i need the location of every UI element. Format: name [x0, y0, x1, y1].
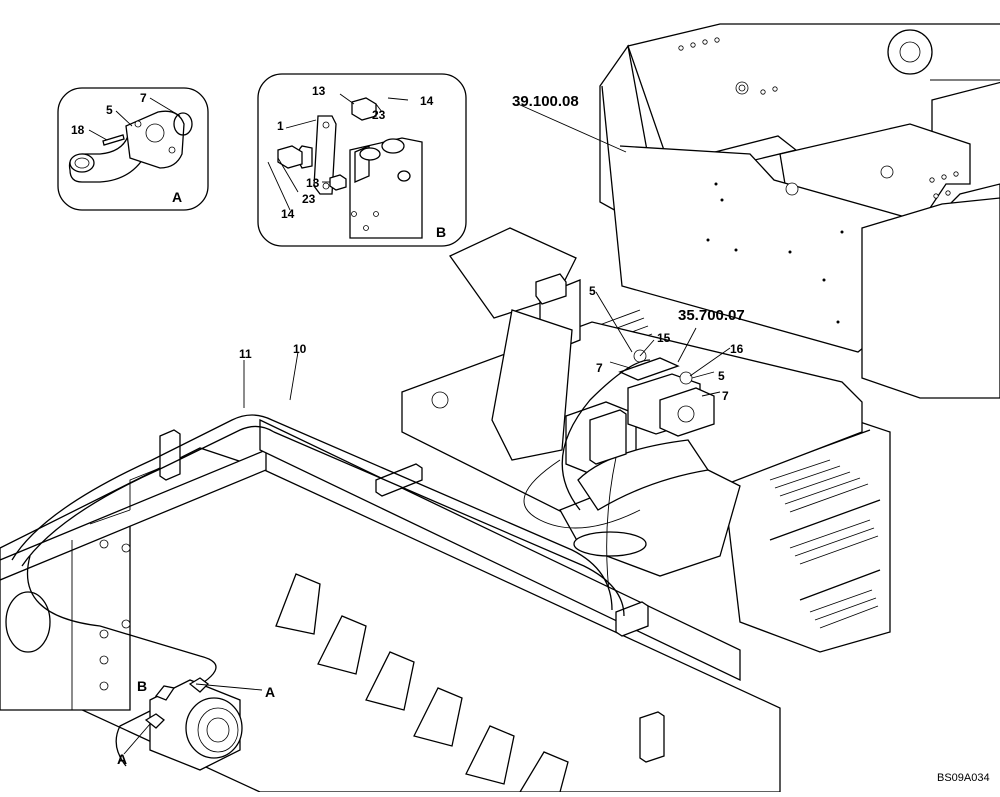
- hose-10: [21, 425, 625, 617]
- callout-10: 10: [293, 342, 307, 356]
- hose-clamp-blocks: [159, 409, 665, 763]
- central-frame: [401, 227, 863, 601]
- callout-15: 15: [657, 331, 671, 345]
- callout-16: 16: [730, 342, 744, 356]
- bin-teeth: [275, 573, 569, 793]
- callout-5-top: 5: [589, 284, 596, 298]
- detail-b-callout-14b: 14: [281, 207, 295, 221]
- detail-b-bracket-plate: [349, 137, 423, 239]
- callout-7-right: 7: [722, 389, 729, 403]
- hoses: [11, 359, 651, 767]
- detail-b-letter: B: [436, 224, 446, 240]
- detail-b-panel: 13 14 23 1 13 23 14 B: [257, 73, 467, 247]
- detail-a-clamp-flange: [125, 110, 185, 169]
- detail-a-panel: 18 5 7 A: [57, 87, 209, 211]
- callout-7-left: 7: [596, 361, 603, 375]
- detail-a-callout-7: 7: [140, 91, 147, 105]
- detail-a-callout-5: 5: [106, 103, 113, 117]
- detail-b-spacer-blocks: [277, 97, 377, 191]
- detail-a-bolt: [102, 134, 125, 146]
- leader-lines: [243, 103, 731, 408]
- detail-a-o-ring: [173, 112, 193, 136]
- travel-motor: [123, 677, 263, 771]
- callout-11: 11: [239, 347, 252, 361]
- motor-label-b: B: [137, 678, 147, 694]
- detail-b-callout-1: 1: [277, 119, 284, 133]
- lower-bin: [0, 409, 781, 793]
- detail-b-callout-23a: 23: [372, 108, 386, 122]
- detail-b-callout-23b: 23: [302, 192, 316, 206]
- motor-label-a-right: A: [265, 684, 275, 700]
- detail-b-callout-13a: 13: [312, 84, 326, 98]
- detail-b-callout-13b: 13: [306, 176, 320, 190]
- hose-11: [11, 414, 613, 611]
- ref-tank: 35.700.07: [678, 307, 745, 324]
- drawing-code: BS09A034: [937, 772, 990, 784]
- ref-frame: 39.100.08: [512, 93, 579, 110]
- detail-a-letter: A: [172, 189, 182, 205]
- detail-a-callout-18: 18: [71, 123, 85, 137]
- upper-frame: [599, 23, 1000, 399]
- motor-label-a-left: A: [117, 751, 127, 767]
- callout-5-right: 5: [718, 369, 725, 383]
- detail-b-callout-14a: 14: [420, 94, 434, 108]
